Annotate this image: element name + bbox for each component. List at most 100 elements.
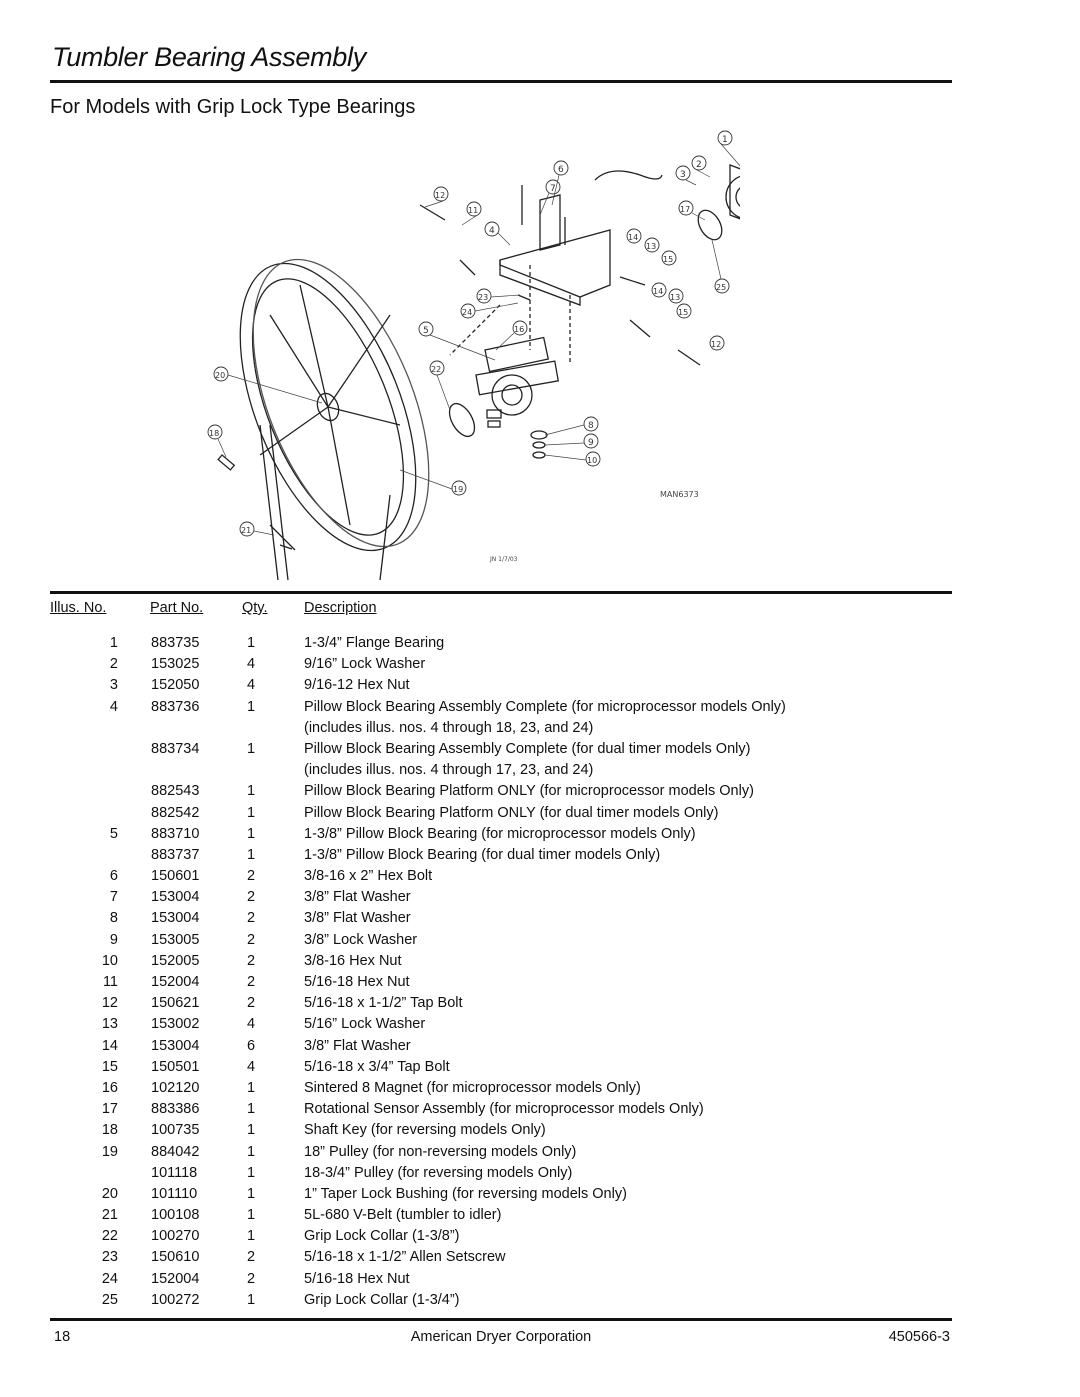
cell-qty: 4 — [246, 1016, 256, 1033]
cell-description: (includes illus. nos. 4 through 17, 23, … — [304, 762, 594, 779]
cell-qty: 2 — [246, 995, 256, 1012]
cell-description: Sintered 8 Magnet (for microprocessor mo… — [304, 1079, 641, 1096]
svg-text:7: 7 — [550, 184, 556, 194]
cell-qty: 1 — [246, 783, 256, 800]
page-footer: 18 American Dryer Corporation 450566-3 — [50, 1329, 952, 1349]
svg-text:9: 9 — [588, 438, 594, 448]
cell-part-no: 150501 — [151, 1058, 200, 1075]
cell-qty: 1 — [246, 804, 256, 821]
header-qty: Qty. — [242, 600, 268, 616]
cell-illus-no: 16 — [101, 1079, 118, 1096]
cell-description: Pillow Block Bearing Assembly Complete (… — [304, 740, 751, 757]
cell-description: 9/16” Lock Washer — [304, 656, 426, 673]
cell-description: 5/16-18 Hex Nut — [304, 1270, 410, 1287]
table-rule — [50, 591, 952, 594]
cell-illus-no: 24 — [101, 1270, 118, 1287]
cell-qty: 1 — [246, 846, 256, 863]
cell-part-no: 152004 — [151, 1270, 200, 1287]
cell-illus-no: 13 — [101, 1016, 118, 1033]
svg-text:12: 12 — [711, 340, 721, 349]
cell-description: (includes illus. nos. 4 through 18, 23, … — [304, 719, 594, 736]
table-row: 24 152004 2 5/16-18 Hex Nut — [50, 1270, 952, 1291]
cell-part-no: 102120 — [151, 1079, 200, 1096]
cell-qty: 4 — [246, 1058, 256, 1075]
svg-text:14: 14 — [628, 233, 638, 242]
svg-text:23: 23 — [478, 293, 488, 302]
drawing-number: MAN6373 — [660, 490, 699, 499]
cell-part-no: 883737 — [151, 846, 200, 863]
cell-illus-no: 3 — [109, 677, 118, 694]
cell-qty: 1 — [246, 1185, 256, 1202]
table-row: 15 150501 4 5/16-18 x 3/4” Tap Bolt — [50, 1058, 952, 1079]
cell-qty: 1 — [246, 1291, 256, 1308]
svg-text:25: 25 — [716, 283, 726, 292]
cell-illus-no: 5 — [109, 825, 118, 842]
svg-text:17: 17 — [680, 205, 690, 214]
cell-description: 1-3/4” Flange Bearing — [304, 635, 445, 651]
cell-illus-no: 14 — [101, 1037, 118, 1054]
cell-description: 18” Pulley (for non-reversing models Onl… — [304, 1143, 577, 1160]
cell-part-no: 100270 — [151, 1228, 200, 1245]
svg-text:21: 21 — [241, 526, 251, 535]
cell-part-no: 153004 — [151, 1037, 200, 1054]
svg-text:6: 6 — [558, 165, 564, 175]
cell-qty: 1 — [246, 1207, 256, 1224]
cell-description: 5/16-18 x 3/4” Tap Bolt — [304, 1058, 450, 1075]
cell-qty: 1 — [246, 635, 256, 651]
exploded-parts-diagram: 1 2 3 17 25 6 7 12 11 4 14 13 15 23 24 1… — [207, 130, 740, 581]
svg-text:3: 3 — [680, 170, 686, 180]
svg-text:19: 19 — [453, 485, 463, 494]
cell-part-no: 882543 — [151, 783, 200, 800]
cell-description: 5/16-18 x 1-1/2” Tap Bolt — [304, 995, 463, 1012]
header-part-no: Part No. — [150, 600, 204, 616]
cell-qty: 1 — [246, 1122, 256, 1139]
svg-text:1: 1 — [722, 135, 728, 145]
svg-text:8: 8 — [588, 421, 594, 431]
cell-description: Grip Lock Collar (1-3/8”) — [304, 1228, 460, 1245]
cell-part-no: 883710 — [151, 825, 200, 842]
svg-text:12: 12 — [435, 191, 445, 200]
cell-illus-no: 15 — [101, 1058, 118, 1075]
cell-illus-no: 22 — [101, 1228, 118, 1245]
svg-text:16: 16 — [514, 325, 524, 334]
cell-description: 1” Taper Lock Bushing (for reversing mod… — [304, 1185, 627, 1202]
cell-description: 1-3/8” Pillow Block Bearing (for micropr… — [304, 825, 696, 842]
cell-part-no: 150621 — [151, 995, 200, 1012]
svg-text:4: 4 — [489, 226, 495, 236]
cell-description: Pillow Block Bearing Assembly Complete (… — [304, 698, 786, 715]
document-number: 450566-3 — [888, 1329, 950, 1345]
cell-description: Rotational Sensor Assembly (for micropro… — [304, 1101, 704, 1118]
cell-description: 9/16-12 Hex Nut — [304, 677, 410, 694]
svg-text:15: 15 — [663, 255, 673, 264]
header-description: Description — [304, 600, 377, 616]
table-row: 882543 1 Pillow Block Bearing Platform ONL… — [50, 782, 952, 803]
cell-qty: 2 — [246, 1270, 256, 1287]
cell-description: 5/16-18 x 1-1/2” Allen Setscrew — [304, 1249, 506, 1266]
cell-description: Pillow Block Bearing Platform ONLY (for … — [304, 804, 719, 821]
cell-part-no: 883736 — [151, 698, 200, 715]
cell-qty: 1 — [246, 1079, 256, 1096]
cell-description: Pillow Block Bearing Platform ONLY (for … — [304, 783, 754, 800]
cell-part-no: 150601 — [151, 868, 200, 885]
cell-illus-no: 11 — [102, 974, 118, 990]
svg-text:5: 5 — [423, 326, 429, 336]
cell-illus-no: 1 — [109, 635, 118, 651]
cell-description: 3/8” Flat Washer — [304, 910, 411, 927]
cell-qty: 2 — [246, 952, 256, 969]
company-name: American Dryer Corporation — [410, 1329, 592, 1345]
page-number: 18 — [54, 1329, 71, 1345]
cell-description: 3/8” Flat Washer — [304, 1037, 411, 1054]
